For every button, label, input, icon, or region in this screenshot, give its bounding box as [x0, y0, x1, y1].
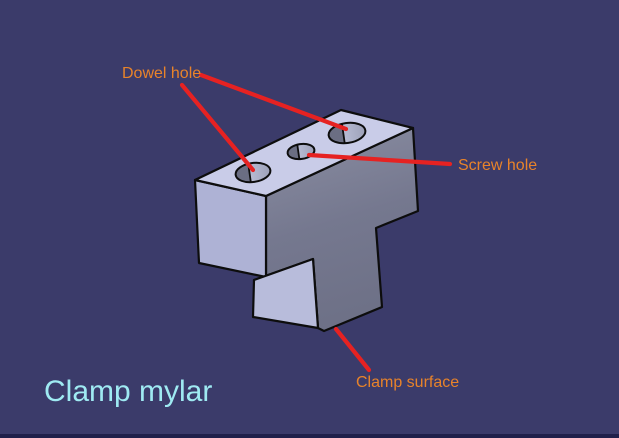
annotation-dowel-hole[interactable]: Dowel hole	[122, 65, 202, 82]
part-title: Clamp mylar	[44, 375, 213, 408]
leader-line-dowel-left	[179, 82, 256, 173]
annotation-clamp-surface[interactable]: Clamp surface	[356, 374, 460, 391]
leader-line-dowel-right	[198, 72, 349, 132]
leader-line-screw	[306, 152, 453, 167]
viewport-bottom-edge	[0, 434, 619, 438]
annotation-screw-hole[interactable]: Screw hole	[458, 157, 538, 174]
leader-line-clamp-surface	[333, 326, 372, 373]
model-face-clamp-block[interactable]	[251, 257, 320, 330]
